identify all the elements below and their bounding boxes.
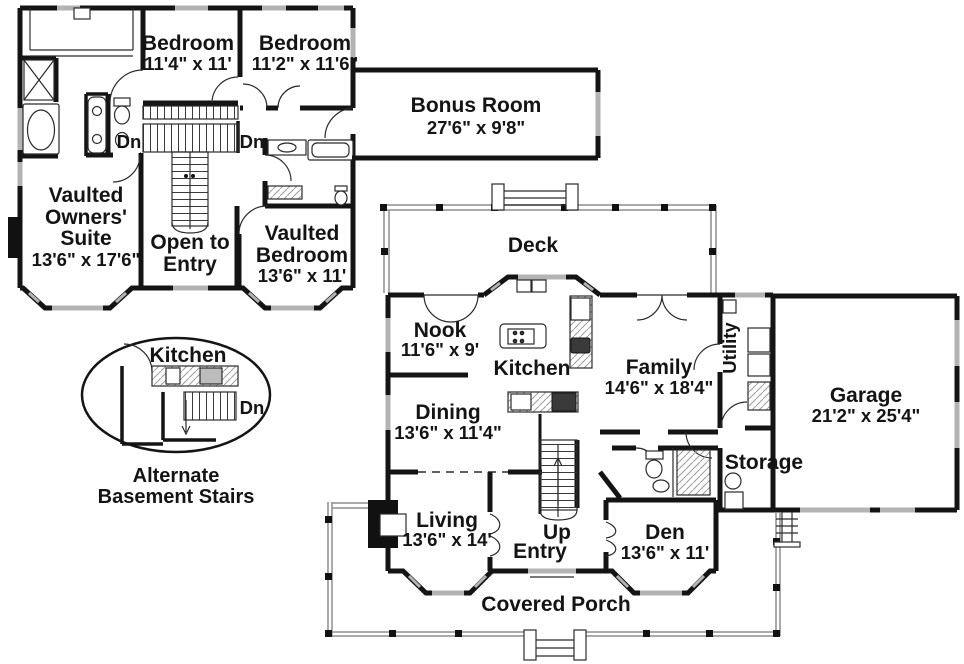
fireplace-upper [8,217,21,258]
stair-label-up: Up [543,521,571,544]
label-covered-porch: Covered Porch [481,593,630,616]
upper-floor-door-arcs [109,69,354,235]
inset-dn-label: Dn [240,397,265,418]
room-label-owners-suite-3: Suite [60,227,111,250]
toilet-icon [113,97,131,149]
upper-floor-windows [17,5,356,311]
room-label-bonus: Bonus Room [411,94,542,117]
washer-dryer-icons [722,299,771,411]
room-dims-bedroom-2: 11'2" x 11'6" [252,53,359,74]
bathtub-icon [22,103,60,155]
room-label-owners-suite-2: Owners' [45,206,127,229]
porch-steps [523,629,587,661]
hall-bath-fixtures [267,139,354,206]
stair-label-dn-left: Dn [117,131,142,152]
room-label-nook: Nook [414,319,467,342]
water-heater-icon [724,472,744,510]
kitchen-counter-bottom [507,391,579,413]
room-label-kitchen: Kitchen [493,357,570,380]
label-open-to-entry-2: Entry [163,253,217,276]
inset-kitchen-counter [151,365,239,387]
label-deck: Deck [508,234,559,257]
room-dims-owners-suite: 13'6" x 17'6" [32,249,141,270]
room-dims-family: 14'6" x 18'4" [605,377,714,398]
inset-caption-line2: Basement Stairs [98,486,255,508]
room-label-vaulted-bedroom-2: Bedroom [256,244,348,267]
room-dims-garage: 21'2" x 25'4" [812,405,921,426]
room-dims-den: 13'6" x 11' [621,542,710,563]
inset-caption-line1: Alternate [133,465,220,487]
label-open-to-entry-1: Open to [150,231,229,254]
label-entry: Entry [513,540,567,563]
kitchen-sink-icon [516,279,547,293]
room-label-den: Den [645,521,685,544]
room-dims-vaulted-bedroom: 13'6" x 11' [258,265,347,286]
vanity-icon [87,96,107,154]
room-label-living: Living [416,509,478,532]
room-label-vaulted-bedroom-1: Vaulted [265,222,340,245]
room-label-owners-suite-1: Vaulted [49,184,124,207]
room-label-utility: Utility [719,322,740,374]
room-label-garage: Garage [830,384,902,407]
room-label-dining: Dining [415,401,480,424]
room-dims-dining: 13'6" x 11'4" [394,422,502,443]
deck-steps [491,183,579,211]
closet-shelf [29,7,134,57]
kitchen-counter-right [569,295,593,369]
room-label-storage: Storage [725,451,803,474]
room-dims-nook: 11'6" x 9' [401,339,479,360]
room-label-bedroom-1: Bedroom [142,32,234,55]
room-label-family: Family [626,356,693,379]
room-label-bedroom-2: Bedroom [259,32,351,55]
room-dims-bonus: 27'6" x 9'8" [427,117,525,138]
main-stairs [539,439,578,521]
inset-oval [80,336,272,454]
stair-label-dn-right: Dn [240,131,265,152]
shower-icon [23,59,55,101]
room-dims-bedroom-1: 11'4" x 11' [144,53,232,74]
main-floor-plan: Deck Nook 11'6" x 9' Kitchen Family 14'6… [325,183,960,661]
kitchen-island-icon [499,323,547,349]
bonus-room: Bonus Room 27'6" x 9'8" [352,67,601,161]
side-steps [773,512,801,548]
powder-room-fixtures [645,448,711,497]
main-floor-windows [385,274,960,596]
upper-stairs [142,105,239,234]
room-dims-living: 13'6" x 14' [402,529,492,550]
inset-kitchen-label: Kitchen [149,344,226,367]
inset-stairs [181,391,237,436]
upper-floor-plan: Bedroom 11'4" x 11' Bedroom 11'2" x 11'6… [8,5,359,311]
fireplace-main [368,500,407,548]
basement-stairs-inset: Kitchen Dn Alternate Basement Stairs [80,336,272,508]
